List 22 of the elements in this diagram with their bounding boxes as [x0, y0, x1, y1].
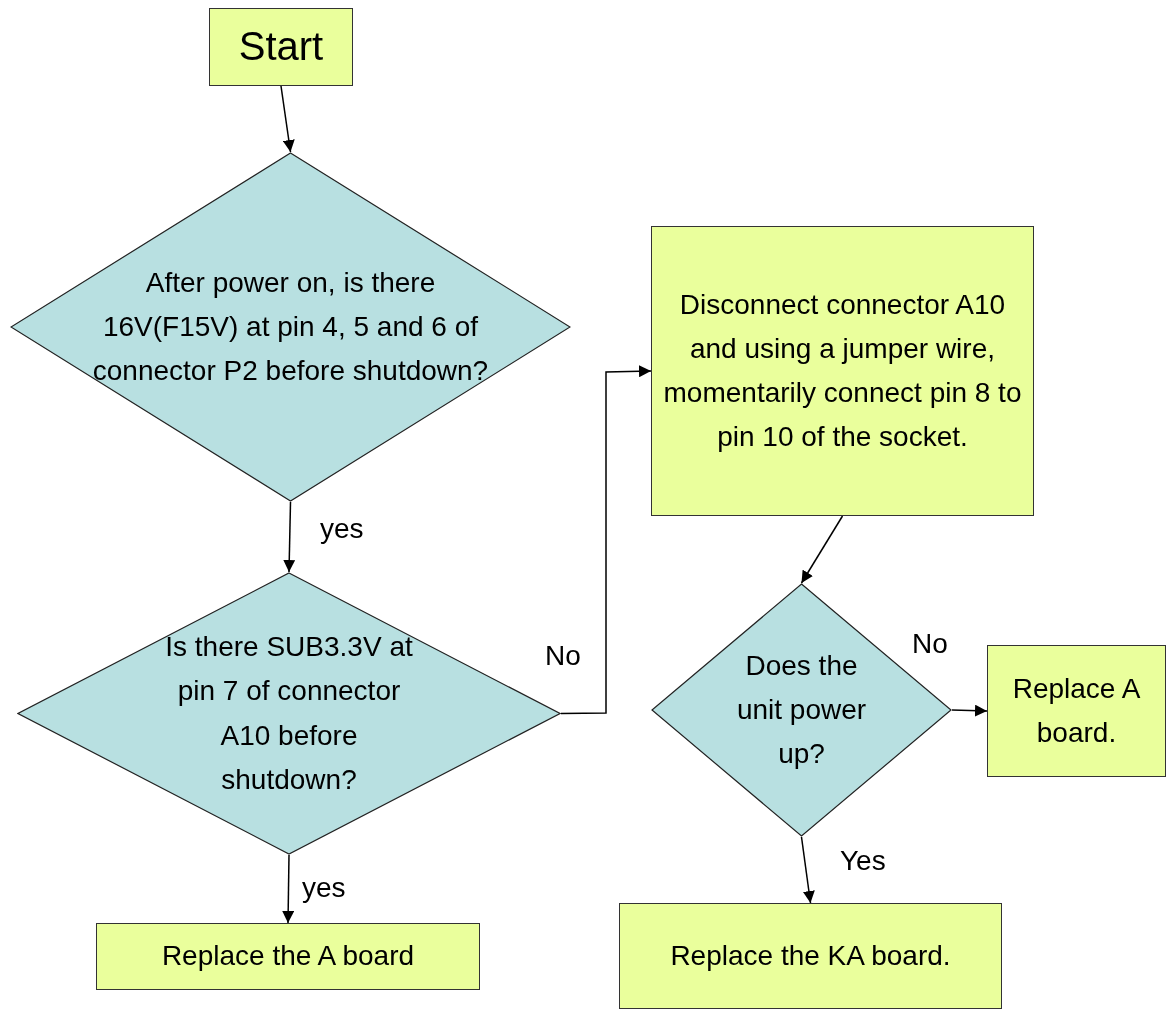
process-box: [209, 8, 353, 86]
decision-diamond: [651, 583, 952, 837]
arrow: [800, 515, 844, 584]
arrow: [283, 501, 296, 573]
process-box: [987, 645, 1166, 777]
decision-diamond: [10, 152, 571, 502]
arrow: [951, 704, 988, 717]
node-text: Start: [237, 23, 325, 71]
node-text: Does the unit power up?: [735, 648, 868, 772]
arrow: [280, 85, 295, 153]
node-text: Replace the KA board.: [669, 938, 952, 973]
node-text: Disconnect connector A10 and using a jumper wire, momentarily connect pin 8 to pin 10 of the socket.: [662, 287, 1023, 455]
arrow: [800, 836, 815, 904]
node-text: Is there SUB3.3V at pin 7 of connector A10 before shutdown?: [164, 630, 414, 797]
process-box: [619, 903, 1002, 1009]
node-text: Replace the A board: [160, 939, 416, 974]
node-text: Replace A board.: [1011, 671, 1142, 750]
process-box: [96, 923, 480, 990]
arrow: [560, 365, 652, 715]
arrow: [282, 854, 295, 924]
node-text: After power on, is there 16V(F15V) at pin 4, 5 and 6 of connector P2 before shutdown?: [91, 265, 490, 389]
process-box: [651, 226, 1034, 516]
